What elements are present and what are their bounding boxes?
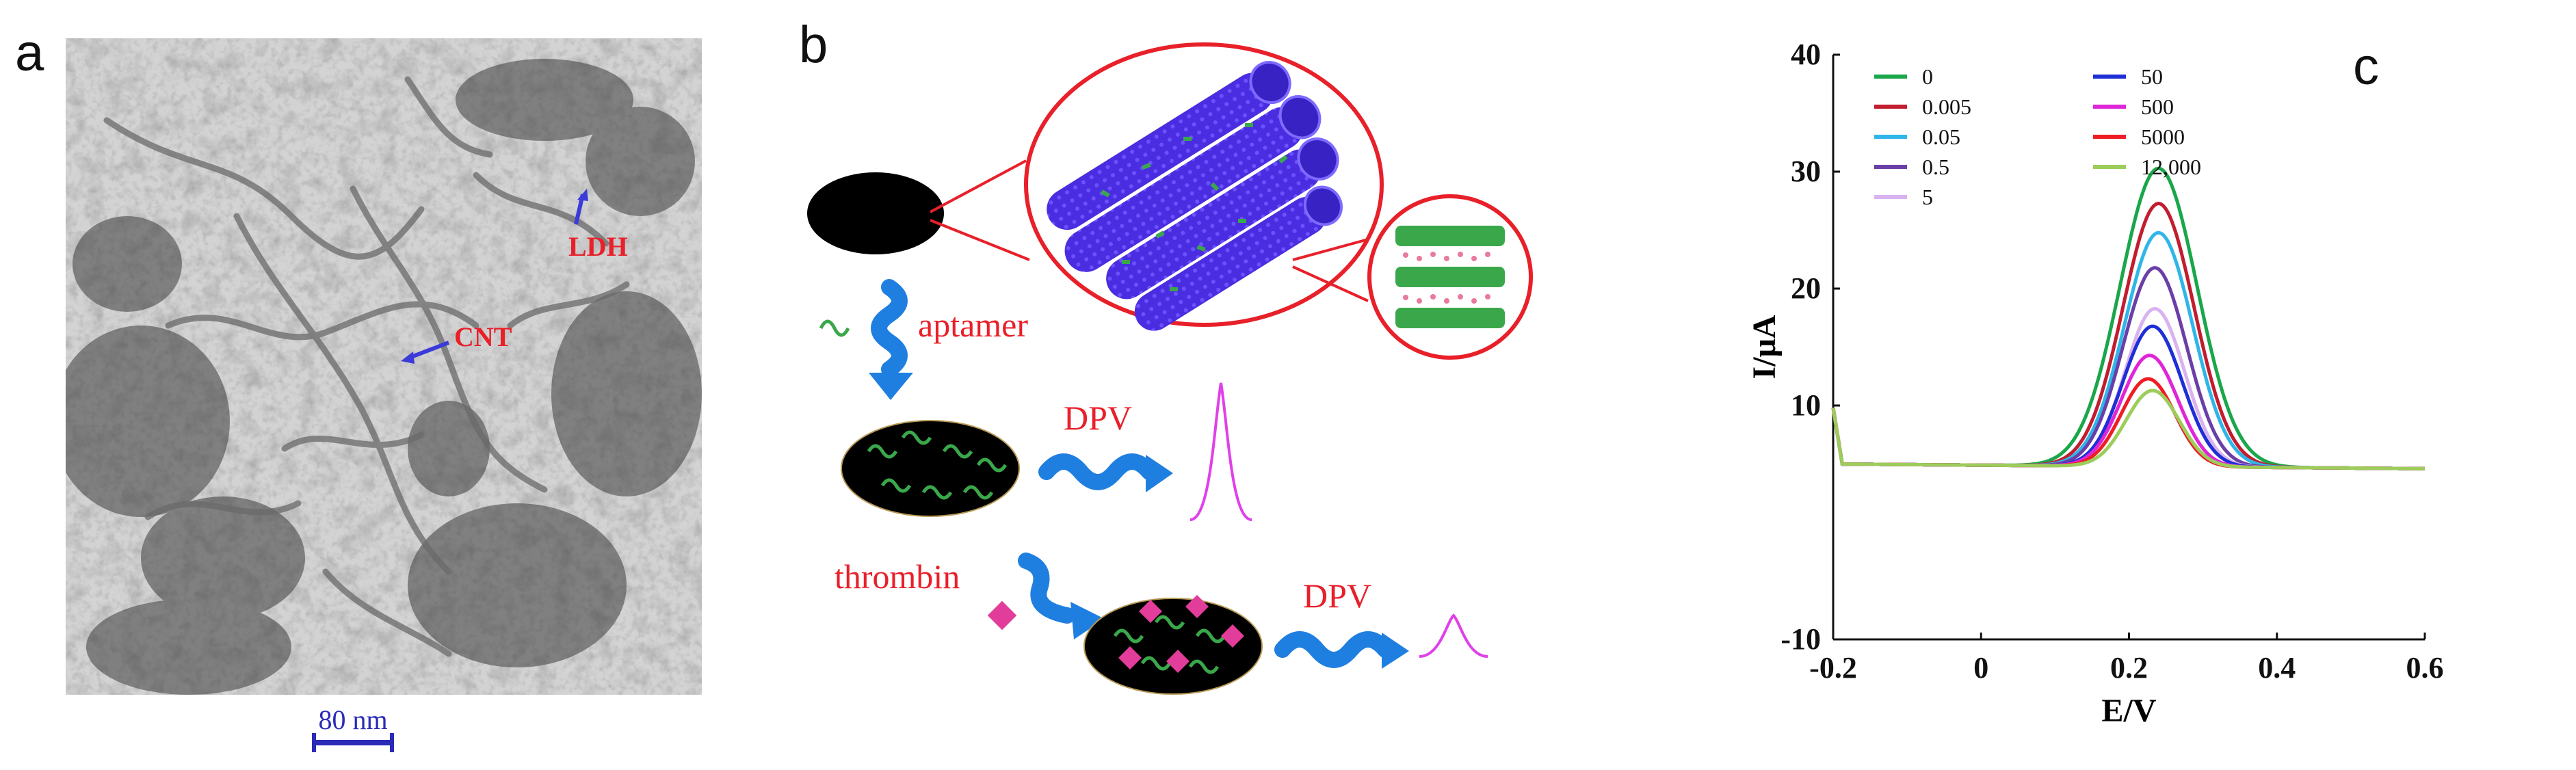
thrombin-electrode <box>1083 598 1263 695</box>
bound-thrombin <box>1118 595 1244 673</box>
x-axis-label: E/V <box>2101 693 2156 729</box>
sensor-schematic: aptamer DPV thrombin DPV <box>807 42 1533 695</box>
legend-label: 0.05 <box>1922 124 1960 149</box>
panel-letter-c: c <box>2353 38 2379 96</box>
tem-image: LDH CNT <box>66 38 702 695</box>
aggregate-clusters <box>66 59 702 695</box>
x-tick-label: 0 <box>1973 651 1988 685</box>
ldh-layers <box>1395 226 1505 328</box>
dpv-arrow-2 <box>1274 631 1393 668</box>
dpv-chart: -10 10 20 30 40 -0.2 0 0.2 0.4 0.6 0 0.005 0.05 0.5 5… <box>1746 38 2444 729</box>
nanotube-strands <box>103 76 630 657</box>
tem-micrograph-panel: LDH CNT 80 nm <box>66 38 702 752</box>
x-tick-label: -0.2 <box>1809 651 1857 685</box>
scale-bar: 80 nm <box>312 704 394 752</box>
y-tick-label: 20 <box>1791 271 1821 305</box>
dpv-arrow-1 <box>1038 453 1157 490</box>
panel-letter-a: a <box>15 24 44 82</box>
ldh-label: LDH <box>568 231 628 262</box>
legend-label: 5000 <box>2141 124 2185 149</box>
cnt-arrow <box>406 341 450 360</box>
aptamer-step-arrow <box>871 279 908 377</box>
scale-bar-label: 80 nm <box>318 704 387 735</box>
legend-label: 0 <box>1922 64 1933 89</box>
dpv-curve-4 <box>1831 306 2425 470</box>
dpv-peak-small <box>1419 613 1488 658</box>
y-tick-label: 30 <box>1791 155 1821 188</box>
chart-series <box>1831 166 2425 470</box>
y-tick-label: 40 <box>1791 38 1821 71</box>
legend-label: 12,000 <box>2141 155 2201 179</box>
legend-label: 0.005 <box>1922 94 1971 119</box>
thrombin-step-arrow <box>1018 553 1075 624</box>
legend-label: 5 <box>1922 185 1933 209</box>
legend-label: 500 <box>2141 94 2174 119</box>
cnt-label: CNT <box>454 321 512 352</box>
panel-letter-b: b <box>799 16 828 74</box>
thrombin-molecule <box>987 600 1017 630</box>
x-tick-label: 0.4 <box>2258 651 2296 685</box>
aptamer-label: aptamer <box>918 306 1028 344</box>
y-tick-label: -10 <box>1780 622 1821 656</box>
dpv-peak-large <box>1190 382 1252 521</box>
aptamer-electrode <box>841 420 1020 517</box>
y-tick-label: 10 <box>1791 388 1821 422</box>
aptamer-coils <box>867 430 1008 500</box>
chart-legend: 0 0.005 0.05 0.5 5 50 500 5000 12,000 <box>1874 64 2201 209</box>
bare-electrode <box>807 172 944 254</box>
x-tick-label: 0.2 <box>2110 651 2148 685</box>
dpv-label-1: DPV <box>1064 399 1132 437</box>
cnt-bundle <box>1047 61 1343 331</box>
legend-label: 50 <box>2141 64 2163 89</box>
y-axis-label: I/μA <box>1746 315 1783 379</box>
zoom-ring <box>1024 42 1384 327</box>
x-tick-label: 0.6 <box>2406 651 2444 685</box>
dpv-curve-7 <box>1831 377 2425 470</box>
aptamer-strand <box>819 319 850 337</box>
thrombin-label: thrombin <box>834 557 960 596</box>
dpv-curve-8 <box>1831 388 2425 470</box>
dpv-label-2: DPV <box>1303 576 1371 615</box>
chart-axes: -10 10 20 30 40 -0.2 0 0.2 0.4 0.6 <box>1780 38 2443 685</box>
legend-label: 0.5 <box>1922 155 1949 179</box>
dpv-curve-2 <box>1831 230 2425 470</box>
